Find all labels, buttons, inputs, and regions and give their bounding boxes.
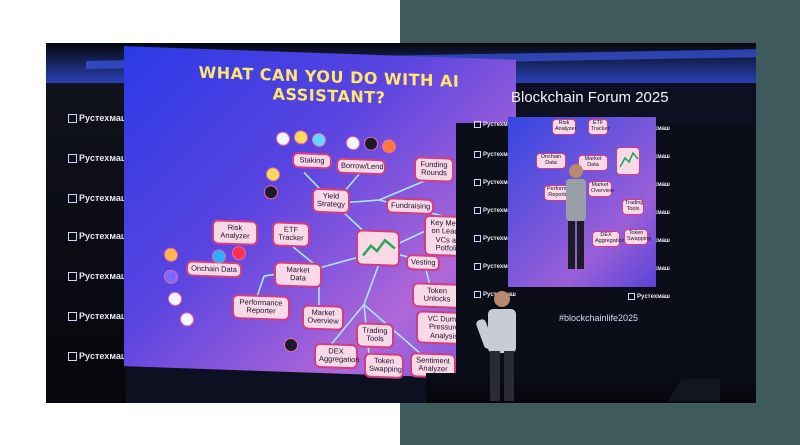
token-icon [346,135,360,151]
line-chart-icon [362,238,396,257]
center-chart-node [356,229,400,267]
logo-mark-icon [474,291,481,298]
market-data-node: Market Data [274,261,322,288]
dex-aggregation-node: DEX Aggregation [314,342,359,369]
performance-reporter-node: Performance Reporter [232,293,290,321]
logo-mark-icon [474,263,481,270]
token-icon [284,337,298,353]
token-icon [212,249,226,264]
logo-mark-icon [474,151,481,158]
speaker-on-stage [476,291,516,401]
sponsor-logo-text: Pycтехмаш [79,231,129,241]
sponsor-logo-text: Pycтехмаш [79,271,129,281]
conference-photo: Pycтехмаш Pycтехмаш Pycтехмаш Pycтехмаш … [46,43,756,403]
token-icon [164,269,178,285]
vesting-node: Vesting [406,254,440,272]
logo-mark-icon [474,179,481,186]
token-icon [364,136,378,152]
small-market-overview-node: Market Overview [588,181,614,197]
sponsor-logo: Pycтехмаш [628,293,688,305]
sponsor-logo-text: Pycтехмаш [483,264,516,271]
borrow-lend-node: Borrow/Lend [336,157,386,176]
sponsor-logo-text: Pycтехмаш [79,113,129,123]
sponsor-logo-text: Pycтехмаш [483,152,516,159]
left-wall [46,83,126,403]
token-icon [180,312,194,327]
token-icon [232,245,246,261]
logo-mark-icon [628,293,635,300]
funding-rounds-node: Funding Rounds [414,156,454,183]
speaker-on-screen [566,164,586,269]
token-swapping-node: Token Swapping [364,352,404,379]
sponsor-logo: Pycтехмаш [68,351,128,363]
trading-tools-node: Trading Tools [356,322,394,349]
connector [363,303,425,358]
line-chart-icon [619,151,639,168]
sponsor-logo: Pycтехмаш [474,151,534,163]
token-icon [264,185,278,200]
small-etf-tracker-node: ETF Tracker [588,119,609,135]
sponsor-logo: Pycтехмаш [474,207,534,219]
small-dex-aggregation-node: DEX Aggregation [592,231,625,247]
logo-mark-icon [68,352,77,362]
onchain-data-node: Onchain Data [186,260,242,279]
logo-mark-icon [68,312,77,322]
sponsor-logo: Pycтехмаш [68,153,128,165]
sponsor-logo: Pycтехмаш [68,311,128,323]
logo-mark-icon [68,114,77,124]
yield-strategy-node: Yield Strategy [312,187,350,214]
small-onchain-data-node: Onchain Data [536,153,566,169]
small-market-data-node: Market Data [578,155,608,171]
token-icon [168,291,182,307]
sponsor-logo: Pycтехмаш [474,235,534,247]
sponsor-logo-text: Pycтехмаш [483,180,516,187]
sponsor-logo: Pycтехмаш [68,271,128,283]
small-trading-tools-node: Trading Tools [622,199,644,215]
logo-mark-icon [474,235,481,242]
staking-node: Staking [292,152,332,170]
sponsor-logo: Pycтехмаш [474,121,534,133]
sponsor-logo: Pycтехмаш [474,179,534,191]
sponsor-logo-text: Pycтехмаш [637,294,670,301]
event-hashtag: #blockchainlife2025 [559,313,639,323]
token-icon [164,247,178,263]
sponsor-logo-text: Pycтехмаш [79,351,129,361]
event-title: Blockchain Forum 2025 [511,89,669,106]
token-icon [294,130,308,145]
small-risk-analyzer-node: Risk Analyzer [552,119,576,135]
etf-tracker-node: ETF Tracker [272,221,310,248]
sponsor-logo-text: Pycтехмаш [483,236,516,243]
token-icon [312,132,326,148]
logo-mark-icon [68,232,77,242]
sponsor-logo-text: Pycтехмаш [483,122,516,129]
stage-monitor-speaker [668,379,720,401]
sponsor-logo-text: Pycтехмаш [79,153,129,163]
sponsor-logo: Pycтехмаш [68,193,128,205]
fundraising-node: Fundraising [386,197,434,216]
logo-mark-icon [68,272,77,282]
sponsor-logo-text: Pycтехмаш [483,208,516,215]
main-led-screen: WHAT CAN YOU DO WITH AI ASSISTANT? S [124,46,516,381]
small-token-swapping-node: Token Swapping [624,229,651,245]
token-unlocks-node: Token Unlocks [412,282,462,309]
sponsor-logo-text: Pycтехмаш [79,193,129,203]
token-icon [266,167,280,182]
small-chart-node [616,147,640,175]
market-overview-node: Market Overview [302,304,344,331]
sponsor-logo: Pycтехмаш [68,113,128,125]
logo-mark-icon [474,121,481,128]
token-icon [382,139,396,154]
logo-mark-icon [474,207,481,214]
logo-mark-icon [68,154,77,164]
sponsor-logo: Pycтехмаш [474,263,534,275]
sponsor-logo: Pycтехмаш [68,231,128,243]
risk-analyzer-node: Risk Analyzer [212,219,258,246]
token-icon [276,131,290,146]
logo-mark-icon [68,194,77,204]
sponsor-logo-text: Pycтехмаш [79,311,129,321]
